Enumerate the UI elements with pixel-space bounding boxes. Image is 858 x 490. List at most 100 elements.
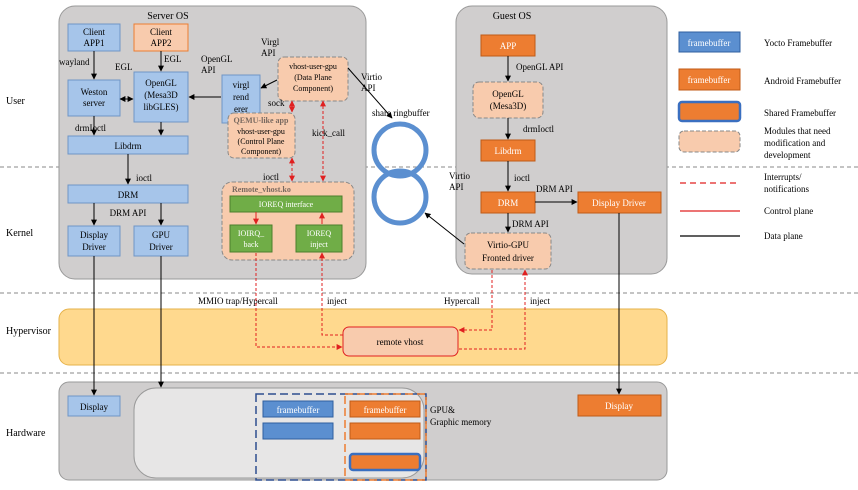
virtio-api-bottom-line2: API: [449, 182, 464, 192]
guest-drmioctl-label: drmIoctl: [523, 124, 554, 134]
inject-right-label: inject: [530, 296, 550, 306]
qemu-title: QEMU-like app: [234, 116, 289, 125]
legend-android-swatch: [678, 68, 741, 91]
legend-data-label: Data plane: [764, 231, 803, 241]
qemu-like-app-box: [227, 112, 296, 159]
hw-display-left-box: [67, 395, 121, 417]
client-app1-box: [67, 23, 121, 52]
server-os-title: Server OS: [147, 11, 188, 22]
server-drm-box: [67, 184, 189, 204]
opengl-mesa-box: [133, 71, 189, 123]
kick-call-label: kick_call: [312, 128, 345, 138]
legend-modules-line3: development: [764, 150, 811, 160]
guest-display-driver-label: Display Driver: [592, 198, 646, 208]
hw-orange-buffer-block: [349, 422, 421, 440]
virtio-gpu-box: [464, 232, 552, 270]
hw-shared-buffer-block: [348, 452, 422, 472]
guest-drm-label: DRM: [498, 198, 519, 208]
server-gpu-driver-line2: Driver: [149, 242, 173, 252]
opengl-api-label-2: API: [201, 65, 216, 75]
guest-os-title: Guest OS: [493, 11, 532, 22]
vhost-control-line1: vhost-user-gpu: [237, 127, 285, 136]
yocto-fb-dashed-region: [255, 393, 427, 481]
opengl-api-label-1: OpenGL: [201, 54, 233, 64]
remote-vhost-ko-title: Remote_vhost.ko: [232, 185, 291, 194]
legend-android-label: Android Framebuffer: [764, 76, 841, 86]
vhost-data-line3: Component): [293, 84, 333, 93]
mmio-trap-label: MMIO trap/Hypercall: [198, 296, 278, 306]
layer-kernel-label: Kernel: [6, 228, 33, 239]
legend-interrupts-line2: notifications: [764, 184, 809, 194]
virgl-api-label-2: API: [261, 48, 276, 58]
ioreq-inject-box: [295, 224, 343, 253]
server-drmioctl-label: drmIoctl: [75, 123, 106, 133]
server-libdrm-label: Libdrm: [115, 141, 142, 151]
legend-shared-label: Shared Framebuffer: [764, 108, 836, 118]
hw-blue-buffer-block: [262, 422, 334, 440]
control-plane-arrows: [253, 100, 528, 350]
remote-vhost-box: [342, 326, 459, 357]
legend-yocto-swatch: [678, 31, 741, 53]
guest-opengl-line2: (Mesa3D): [490, 101, 527, 111]
egl-left-label: EGL: [115, 62, 133, 72]
server-gpu-driver-line1: GPU: [152, 230, 171, 240]
server-gpu-driver-box: [133, 225, 189, 257]
gpu-memory-line1: GPU&: [430, 405, 455, 415]
egl-right-label: EGL: [164, 54, 182, 64]
virgl-line3: erer: [234, 104, 248, 114]
hypercall-label: Hypercall: [444, 296, 480, 306]
hw-display-right-box: [577, 394, 662, 417]
share-ringbuffer-label: share ringbuffer: [372, 108, 430, 118]
legend-interrupts-line1: Interrupts/: [764, 172, 802, 182]
ioreq-inject-line2: inject: [310, 240, 329, 249]
client-app2-box: [133, 23, 189, 52]
vhost-user-gpu-data-box: [277, 56, 349, 102]
client-app1-line2: APP1: [83, 38, 104, 48]
inject-left-label: inject: [327, 296, 347, 306]
guest-drm-api-down-label: DRM API: [512, 219, 549, 229]
vhost-control-line2: (Control Plane: [238, 137, 285, 146]
layer-hardware-label: Hardware: [6, 428, 46, 439]
hw-framebuffer-blue-label: framebuffer: [277, 405, 320, 415]
client-app2-line2: APP2: [150, 38, 171, 48]
hw-framebuffer-orange-box: [349, 400, 421, 418]
server-display-driver-line2: Driver: [82, 242, 106, 252]
guest-opengl-line1: OpenGL: [492, 89, 524, 99]
android-fb-dashed-region: [344, 393, 427, 481]
ringbuffer-ring-bottom: [371, 168, 429, 226]
server-drm-api-label: DRM API: [110, 208, 147, 218]
client-app1-line1: Client: [83, 27, 105, 37]
legend-shared-swatch: [677, 100, 742, 123]
ioreq-inject-line1: IOREQ: [307, 229, 332, 238]
data-plane-arrows: [91, 51, 622, 396]
virtio-gpu-line1: Virtio-GPU: [487, 240, 529, 250]
opengl-line3: libGLES): [144, 102, 179, 112]
sock-label: sock: [268, 98, 285, 108]
legend-modules-line1: Modules that need: [764, 126, 831, 136]
legend-control-label: Control plane: [764, 206, 813, 216]
layer-hypervisor-label: Hypervisor: [6, 326, 52, 337]
legend-modules-swatch: [678, 130, 741, 153]
guest-drm-api-right-label: DRM API: [536, 184, 573, 194]
wayland-label: wayland: [59, 57, 90, 67]
virtio-api-top-line1: Virtio: [361, 72, 382, 82]
server-ioctl-left-label: ioctl: [136, 173, 152, 183]
virgl-line1: virgl: [233, 80, 250, 90]
legend-modules-line2: modification and: [764, 138, 826, 148]
server-display-driver-line1: Display: [80, 230, 108, 240]
server-drm-label: DRM: [118, 190, 139, 200]
legend-yocto-label: Yocto Framebuffer: [764, 38, 832, 48]
weston-line1: Weston: [81, 87, 108, 97]
guest-opengl-api-label: OpenGL API: [516, 62, 563, 72]
virtio-gpu-line2: Fronted driver: [482, 253, 534, 263]
vhost-control-line3: Component): [241, 147, 281, 156]
client-app2-line1: Client: [150, 27, 172, 37]
hw-display-right-label: Display: [605, 401, 633, 411]
virtio-api-bottom-line1: Virtio: [449, 171, 470, 181]
guest-opengl-box: [472, 81, 544, 119]
ioirq-back-line2: back: [243, 240, 258, 249]
opengl-line1: OpenGL: [145, 78, 177, 88]
hw-framebuffer-blue-box: [262, 400, 334, 418]
opengl-line2: (Mesa3D: [144, 90, 178, 100]
